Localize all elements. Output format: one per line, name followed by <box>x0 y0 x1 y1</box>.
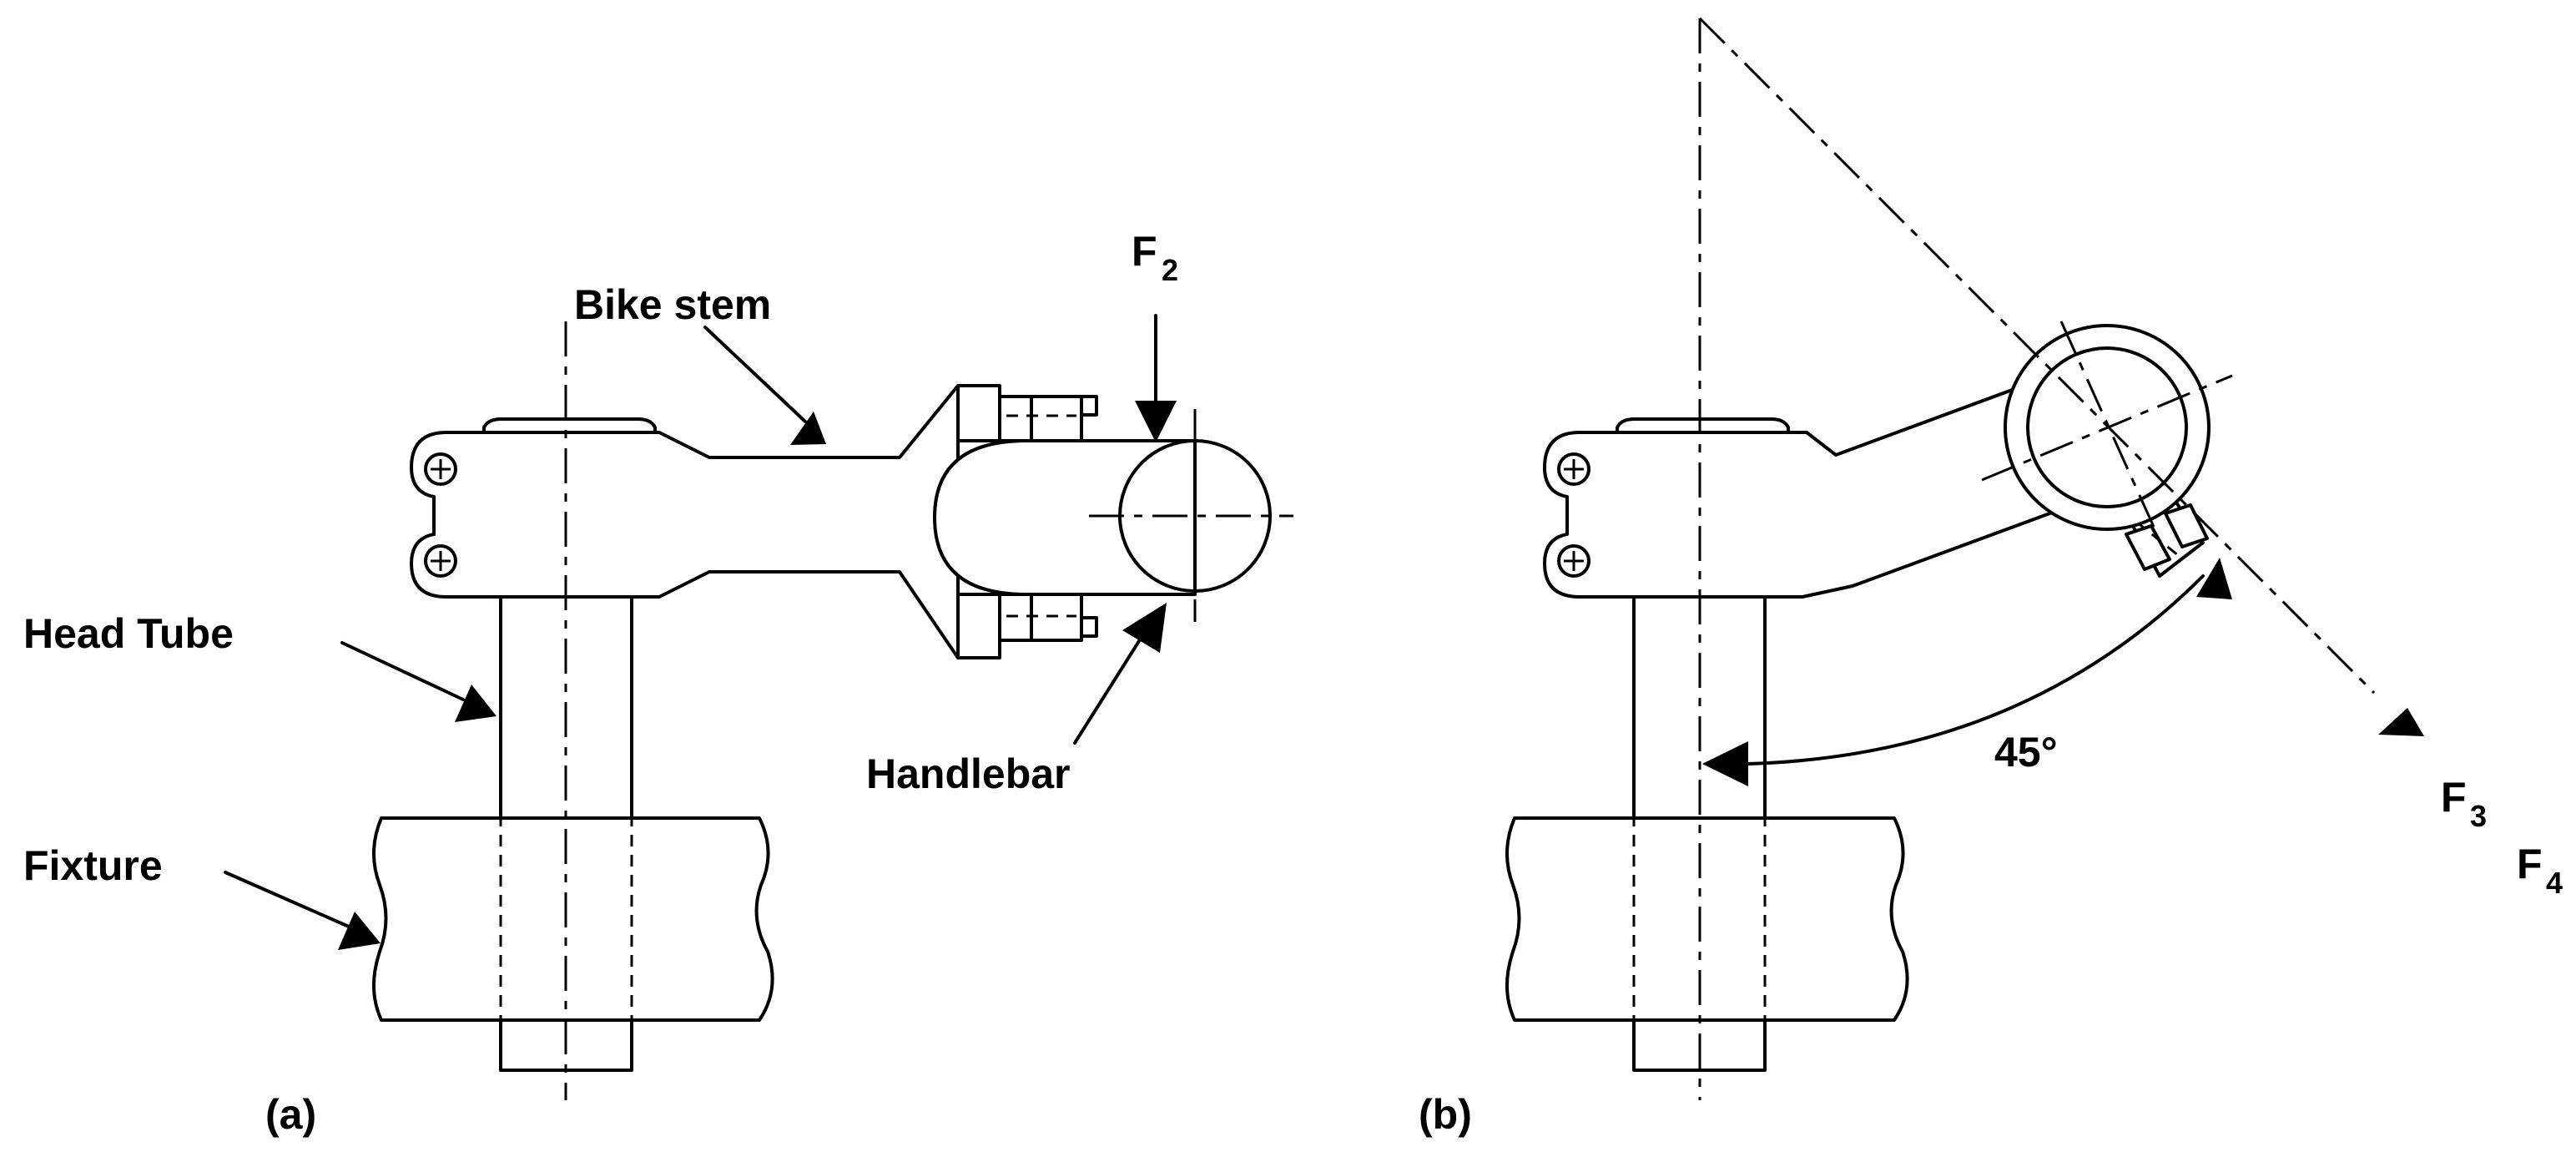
f4-letter: F <box>2517 841 2543 887</box>
force-f3-label: F 3 <box>2441 774 2487 833</box>
bike-stem-leader <box>703 326 826 445</box>
head-tube-leader <box>340 641 497 722</box>
force-line-45-b <box>1698 17 2376 695</box>
force-f2-arrow <box>1135 314 1177 442</box>
stem-body-a <box>410 384 960 659</box>
angle-arc-45 <box>1702 558 2232 786</box>
stem-cap-b <box>1616 417 1790 434</box>
force-f3-f4-arrowhead <box>2378 708 2424 736</box>
bolt-bottom-b <box>1557 544 1590 578</box>
handlebar-label: Handlebar <box>866 750 1071 797</box>
panel-a: Bike stem Head Tube Fixture Handlebar (a… <box>23 228 1293 1138</box>
f3-letter: F <box>2441 774 2467 821</box>
stem-cap-a <box>482 417 657 434</box>
handlebar-leader <box>1073 603 1167 745</box>
stem-body-b <box>1543 384 2063 599</box>
panel-b: 45° (b) F 3 F 4 <box>1419 17 2563 1138</box>
faceplate-clamp-bottom-a <box>956 593 1098 659</box>
panel-a-label: (a) <box>265 1091 316 1138</box>
angle-label: 45° <box>1994 729 2058 776</box>
bolt-bottom-a <box>424 544 457 578</box>
f2-letter: F <box>1132 228 1157 275</box>
fixture-leader <box>224 871 381 950</box>
clamp-centerline-1-b <box>1981 374 2233 482</box>
fixture-label: Fixture <box>23 842 163 889</box>
force-f2-label: F 2 <box>1132 228 1178 287</box>
f2-subscript: 2 <box>1162 253 1178 287</box>
bike-stem-label: Bike stem <box>574 281 771 328</box>
head-tube-label: Head Tube <box>23 610 234 657</box>
fixture-block-a <box>372 816 774 1022</box>
f4-subscript: 4 <box>2546 866 2563 900</box>
bolt-top-a <box>424 452 457 486</box>
bolt-top-b <box>1557 452 1590 486</box>
clamp-body-a <box>933 439 1197 596</box>
fixture-block-b <box>1505 816 1909 1022</box>
force-f4-label: F 4 <box>2517 841 2563 900</box>
f3-subscript: 3 <box>2470 799 2487 833</box>
panel-b-label: (b) <box>1419 1091 1472 1138</box>
faceplate-clamp-top-a <box>956 384 1098 442</box>
